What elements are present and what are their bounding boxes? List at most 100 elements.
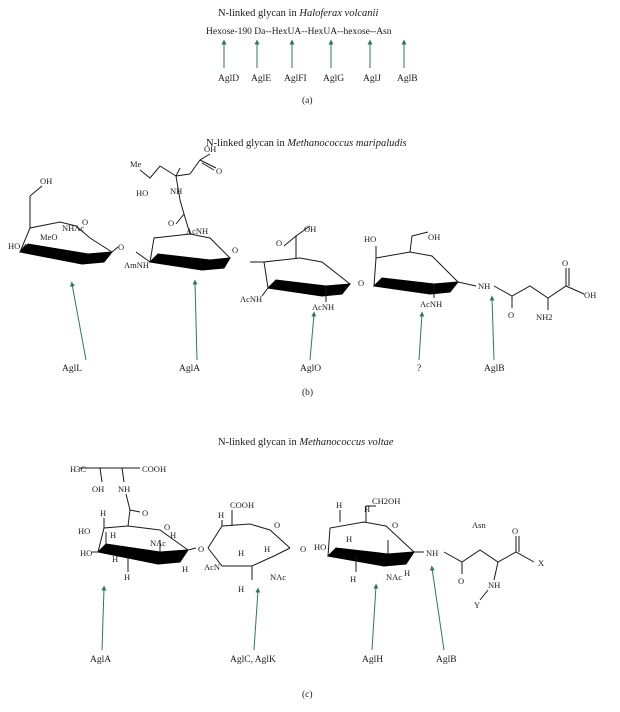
panel-c-structure: H3C COOH OH NH O H HO H H HO H H NAc O H…	[70, 464, 544, 610]
atom-c-ho3: HO	[314, 542, 326, 552]
atom-c-h3c: H3C	[70, 464, 86, 474]
atom-b-o1: O	[82, 217, 88, 227]
panel-c-title: N-linked glycan in Methanococcus voltae	[218, 437, 394, 448]
atom-b-ho3: HO	[364, 234, 376, 244]
panel-c-species: Methanococcus voltae	[299, 437, 394, 448]
atom-c-h9: H	[238, 584, 244, 594]
atom-b-o-acid2: O	[276, 238, 282, 248]
enzyme-agll: AglL	[62, 364, 83, 374]
atom-b-meo: MeO	[40, 232, 57, 242]
atom-c-acn: AcN	[204, 562, 220, 572]
enzyme-agle: AglE	[251, 74, 272, 84]
atom-b-me: Me	[130, 159, 142, 169]
atom-c-o4: O	[300, 544, 306, 554]
panel-c-title-prefix: N-linked glycan in	[218, 437, 300, 448]
atom-c-cooh1: COOH	[142, 464, 166, 474]
arrow-aglh	[371, 583, 379, 651]
atom-b-o-acid: O	[216, 166, 222, 176]
panel-b-arrows	[69, 279, 495, 361]
sidechain-b	[139, 153, 217, 235]
atom-c-h7: H	[218, 510, 224, 520]
atom-c-nh1: NH	[118, 484, 130, 494]
atom-b-nhac1: NHAc	[62, 223, 84, 233]
panel-b-structure: OH HO MeO NHAc O O Me HO NH OH O O AcN	[8, 144, 596, 322]
enzyme-aglj: AglJ	[363, 74, 381, 84]
panel-a-species: Haloferax volcanii	[299, 8, 379, 19]
enzyme-aglo: AglO	[300, 364, 322, 374]
arrow-agla-c	[101, 585, 107, 651]
atom-b-acnh3: AcNH	[312, 302, 334, 312]
atom-b-nh2: NH	[478, 281, 490, 291]
atom-b-oh1: OH	[40, 176, 52, 186]
seq-hexua-1: -HexUA-	[268, 27, 305, 37]
enzyme-unknown: ?	[417, 364, 422, 374]
seq-hexose-2: -hexose-	[340, 27, 374, 37]
atom-c-h3: H	[112, 554, 118, 564]
atom-b-o2: O	[118, 242, 124, 252]
atom-c-h11: H	[336, 500, 342, 510]
panel-c-arrows	[101, 565, 445, 651]
atom-c-nh3: NH	[488, 580, 500, 590]
panel-a-arrows	[221, 39, 407, 68]
atom-b-amnh: AmNH	[124, 260, 149, 270]
atom-b-oh3: OH	[304, 224, 316, 234]
ring-b4	[372, 231, 477, 298]
atom-b-oh2: OH	[204, 144, 216, 154]
atom-b-o7: O	[562, 258, 568, 268]
panel-a-title-prefix: N-linked glycan in	[218, 8, 300, 19]
enzyme-aglb-c: AglB	[436, 655, 457, 665]
atom-c-x: X	[538, 558, 544, 568]
atom-c-ho1: HO	[78, 526, 90, 536]
atom-c-h4: H	[124, 572, 130, 582]
atom-c-h15: H	[404, 568, 410, 578]
asn-b	[493, 268, 585, 310]
enzyme-aglb-a: AglB	[397, 74, 418, 84]
atom-b-o6: O	[508, 310, 514, 320]
atom-c-h6: H	[182, 564, 188, 574]
atom-b-oh5: OH	[584, 290, 596, 300]
arrow-aglb-c	[429, 565, 445, 651]
atom-b-acnh4: AcNH	[420, 299, 442, 309]
atom-c-nh2: NH	[426, 548, 438, 558]
atom-b-nh2b: NH2	[536, 312, 553, 322]
arrow-unknown	[418, 311, 425, 361]
atom-c-cooh2: COOH	[230, 500, 254, 510]
atom-c-nac1: NAc	[150, 538, 166, 548]
panel-a-sequence: Hexose-190 Da--HexUA--HexUA--hexose--Asn	[206, 27, 392, 37]
seq-190da: 190 Da-	[237, 27, 269, 37]
atom-c-o7: O	[512, 526, 518, 536]
ring-b2	[135, 233, 231, 271]
sidechain-c	[80, 467, 141, 527]
atom-c-o-link1: O	[198, 544, 204, 554]
atom-b-ho2: HO	[136, 188, 148, 198]
atom-c-h8: H	[238, 548, 244, 558]
enzyme-agld: AglD	[218, 74, 240, 84]
seq-hexose: Hexose-	[206, 27, 238, 37]
atom-b-acnh1: AcNH	[186, 226, 208, 236]
panel-a-title: N-linked glycan in Haloferax volcanii	[218, 8, 378, 19]
seq-asn: -Asn	[373, 27, 392, 37]
seq-hexua-2: -HexUA-	[304, 27, 341, 37]
arrow-agll	[69, 281, 87, 361]
caption-c: (c)	[302, 690, 313, 700]
caption-b: (b)	[302, 388, 314, 398]
enzyme-aglh: AglH	[362, 655, 384, 665]
ring-c2	[207, 510, 291, 580]
atom-b-ho1: HO	[8, 241, 20, 251]
atom-c-oh1: OH	[92, 484, 104, 494]
enzyme-aglfi: AglFI	[284, 74, 307, 84]
atom-c-o2: O	[164, 522, 170, 532]
panel-b-species: Methanococcus maripaludis	[287, 138, 407, 149]
atom-c-o3: O	[274, 520, 280, 530]
enzyme-agla-b: AglA	[179, 364, 201, 374]
arrow-aglb-b	[489, 295, 495, 361]
arrow-aglc-aglk	[253, 587, 261, 651]
enzyme-aglb-b: AglB	[484, 364, 505, 374]
atom-c-h10: H	[264, 544, 270, 554]
enzyme-aglc-aglk: AglC, AglK	[230, 655, 276, 665]
atom-c-h12: H	[364, 504, 370, 514]
caption-a: (a)	[302, 96, 313, 106]
atom-b-o3: O	[232, 245, 238, 255]
atom-c-h13: H	[346, 534, 352, 544]
atom-c-asn: Asn	[472, 520, 486, 530]
